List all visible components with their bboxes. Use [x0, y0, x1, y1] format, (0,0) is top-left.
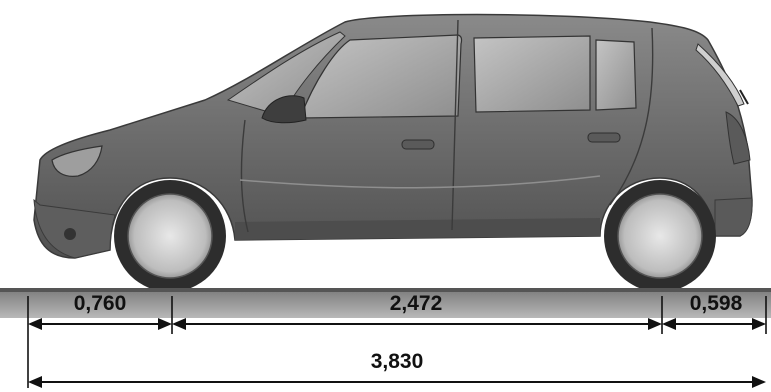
fog-light	[64, 228, 76, 240]
ground-line	[0, 288, 771, 318]
front-wheel	[114, 180, 226, 292]
rear-overhang-arrow	[662, 318, 766, 330]
dimension-arrows	[28, 318, 766, 388]
front-bumper	[33, 198, 116, 259]
front-side-window	[299, 34, 463, 119]
rear-wheel	[604, 180, 716, 292]
antenna	[739, 89, 749, 105]
overall-length-label: 3,830	[371, 350, 424, 373]
headlight	[51, 145, 103, 177]
car-illustration	[33, 13, 753, 292]
quarter-window	[595, 39, 637, 111]
front-overhang-arrow	[28, 318, 172, 330]
wheelbase-arrow	[172, 318, 662, 330]
wheelbase-label: 2,472	[390, 292, 443, 315]
body-crease	[239, 175, 601, 189]
tail-light	[725, 111, 751, 165]
overall-length-arrow	[28, 376, 766, 388]
rear-window	[695, 43, 745, 107]
front-door-seam	[240, 19, 459, 233]
rear-bumper	[714, 197, 753, 237]
rear-side-window	[473, 35, 591, 113]
extension-lines	[27, 296, 767, 388]
ground-top-edge	[0, 288, 771, 292]
car-sill	[235, 218, 600, 240]
side-mirror	[261, 95, 307, 124]
front-door-handle	[401, 139, 435, 150]
rear-door-seam	[609, 27, 654, 206]
front-overhang-label: 0,760	[74, 292, 127, 315]
rear-door-handle	[587, 132, 621, 143]
rear-overhang-label: 0,598	[690, 292, 743, 315]
